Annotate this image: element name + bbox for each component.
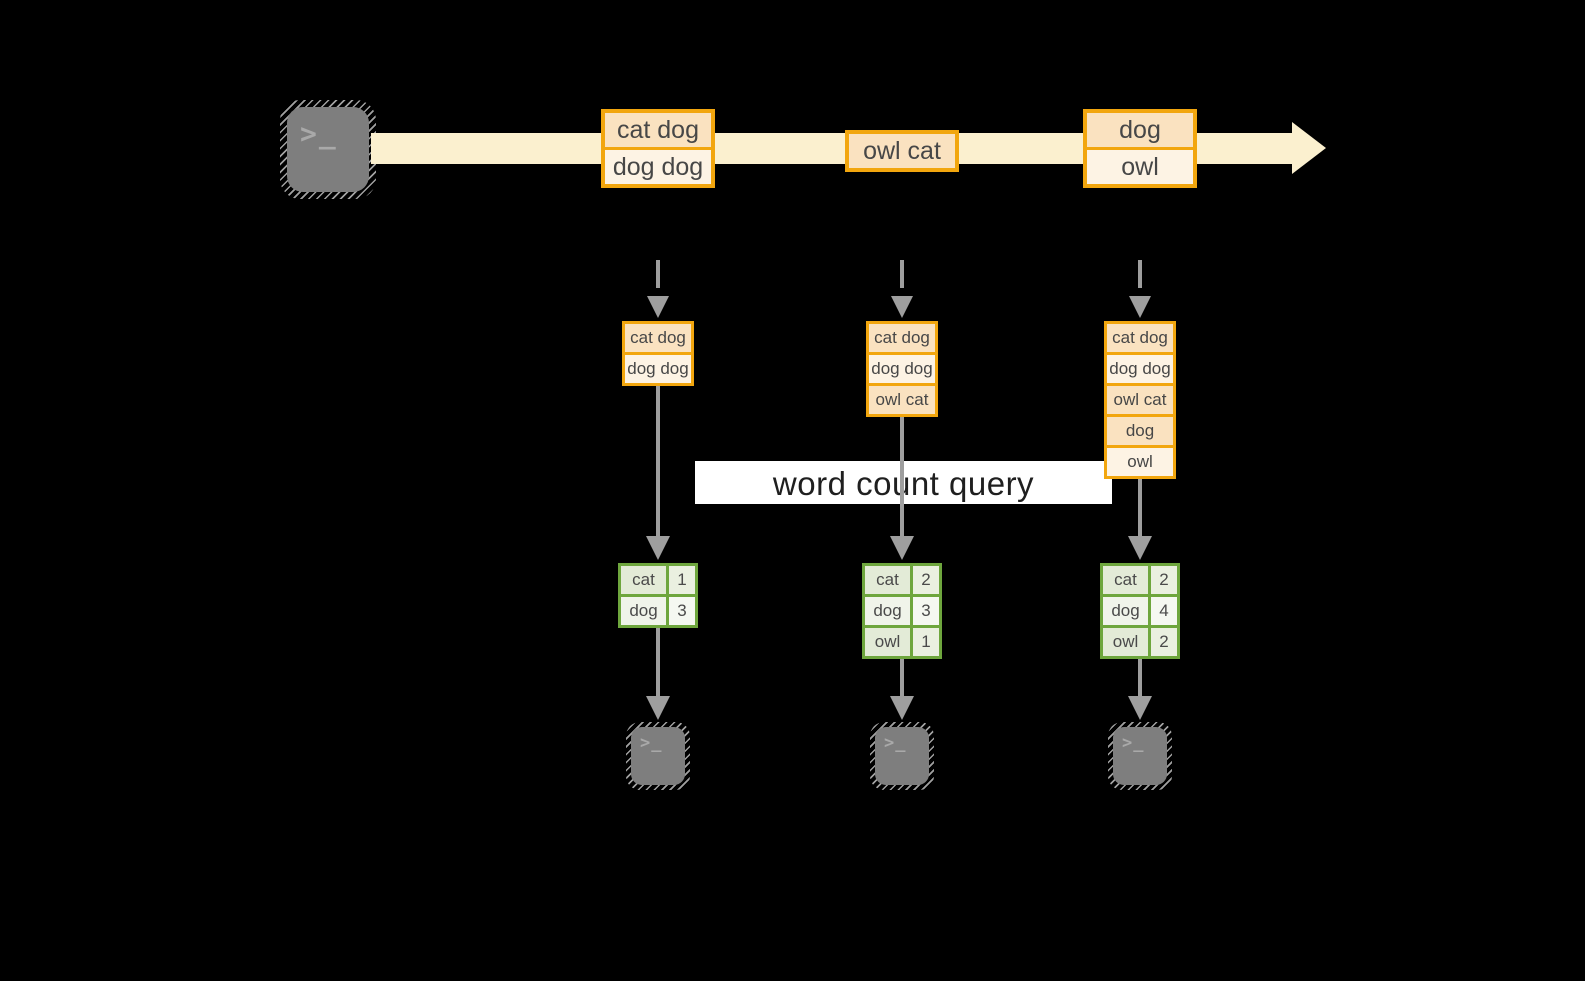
source-terminal-icon: >_ xyxy=(280,100,376,199)
stream-record: cat dog dog dog xyxy=(601,109,715,188)
state-table: cat dog dog dog owl cat dog owl xyxy=(1104,321,1176,479)
count-word: dog xyxy=(865,597,910,625)
query-arrow-line xyxy=(900,417,904,536)
count-word: owl xyxy=(865,628,910,656)
record-line: dog xyxy=(1087,113,1193,147)
state-row: owl cat xyxy=(1107,386,1173,414)
stream-record: owl cat xyxy=(845,130,959,172)
state-table: cat dog dog dog owl cat xyxy=(866,321,938,417)
terminal-prompt-glyph: >_ xyxy=(884,733,907,753)
count-value: 1 xyxy=(913,628,939,656)
state-row: dog xyxy=(1107,417,1173,445)
sink-arrowhead xyxy=(890,696,914,720)
count-value: 3 xyxy=(669,597,695,625)
terminal-prompt-glyph: >_ xyxy=(300,117,338,150)
stream-record: dog owl xyxy=(1083,109,1197,188)
sink-terminal-icon: >_ xyxy=(626,722,690,790)
dashed-arrowhead xyxy=(647,296,669,318)
dashed-arrow-line xyxy=(656,260,660,288)
count-value: 4 xyxy=(1151,597,1177,625)
terminal-body: >_ xyxy=(875,727,929,785)
count-table: cat 1 dog 3 xyxy=(618,563,698,628)
dashed-arrow-line xyxy=(1138,260,1142,288)
state-row: cat dog xyxy=(869,324,935,352)
terminal-body: >_ xyxy=(631,727,685,785)
count-value: 2 xyxy=(1151,628,1177,656)
count-table: cat 2 dog 3 owl 1 xyxy=(862,563,942,659)
dashed-arrowhead xyxy=(891,296,913,318)
record-line: cat dog xyxy=(605,113,711,147)
query-arrowhead xyxy=(890,536,914,560)
terminal-body: >_ xyxy=(1113,727,1167,785)
count-word: dog xyxy=(1103,597,1148,625)
sink-arrowhead xyxy=(646,696,670,720)
state-row: owl cat xyxy=(869,386,935,414)
count-word: dog xyxy=(621,597,666,625)
count-value: 1 xyxy=(669,566,695,594)
state-row: owl xyxy=(1107,448,1173,476)
record-line: dog dog xyxy=(605,150,711,184)
record-line: owl xyxy=(1087,150,1193,184)
stream-arrowhead xyxy=(1292,122,1326,174)
count-table: cat 2 dog 4 owl 2 xyxy=(1100,563,1180,659)
count-word: owl xyxy=(1103,628,1148,656)
dashed-arrowhead xyxy=(1129,296,1151,318)
state-row: cat dog xyxy=(1107,324,1173,352)
terminal-prompt-glyph: >_ xyxy=(640,733,663,753)
sink-arrow-line xyxy=(900,659,904,696)
count-word: cat xyxy=(1103,566,1148,594)
count-word: cat xyxy=(621,566,666,594)
sink-terminal-icon: >_ xyxy=(870,722,934,790)
sink-arrow-line xyxy=(656,628,660,696)
query-arrow-line xyxy=(656,386,660,536)
state-row: cat dog xyxy=(625,324,691,352)
terminal-prompt-glyph: >_ xyxy=(1122,733,1145,753)
terminal-body: >_ xyxy=(287,107,369,192)
query-arrowhead xyxy=(1128,536,1152,560)
record-line: owl cat xyxy=(849,134,955,168)
dashed-arrow-line xyxy=(900,260,904,288)
count-value: 3 xyxy=(913,597,939,625)
query-arrow-line xyxy=(1138,479,1142,536)
count-value: 2 xyxy=(913,566,939,594)
sink-arrow-line xyxy=(1138,659,1142,696)
state-row: dog dog xyxy=(1107,355,1173,383)
state-row: dog dog xyxy=(625,355,691,383)
count-word: cat xyxy=(865,566,910,594)
state-row: dog dog xyxy=(869,355,935,383)
sink-terminal-icon: >_ xyxy=(1108,722,1172,790)
sink-arrowhead xyxy=(1128,696,1152,720)
state-table: cat dog dog dog xyxy=(622,321,694,386)
count-value: 2 xyxy=(1151,566,1177,594)
query-arrowhead xyxy=(646,536,670,560)
